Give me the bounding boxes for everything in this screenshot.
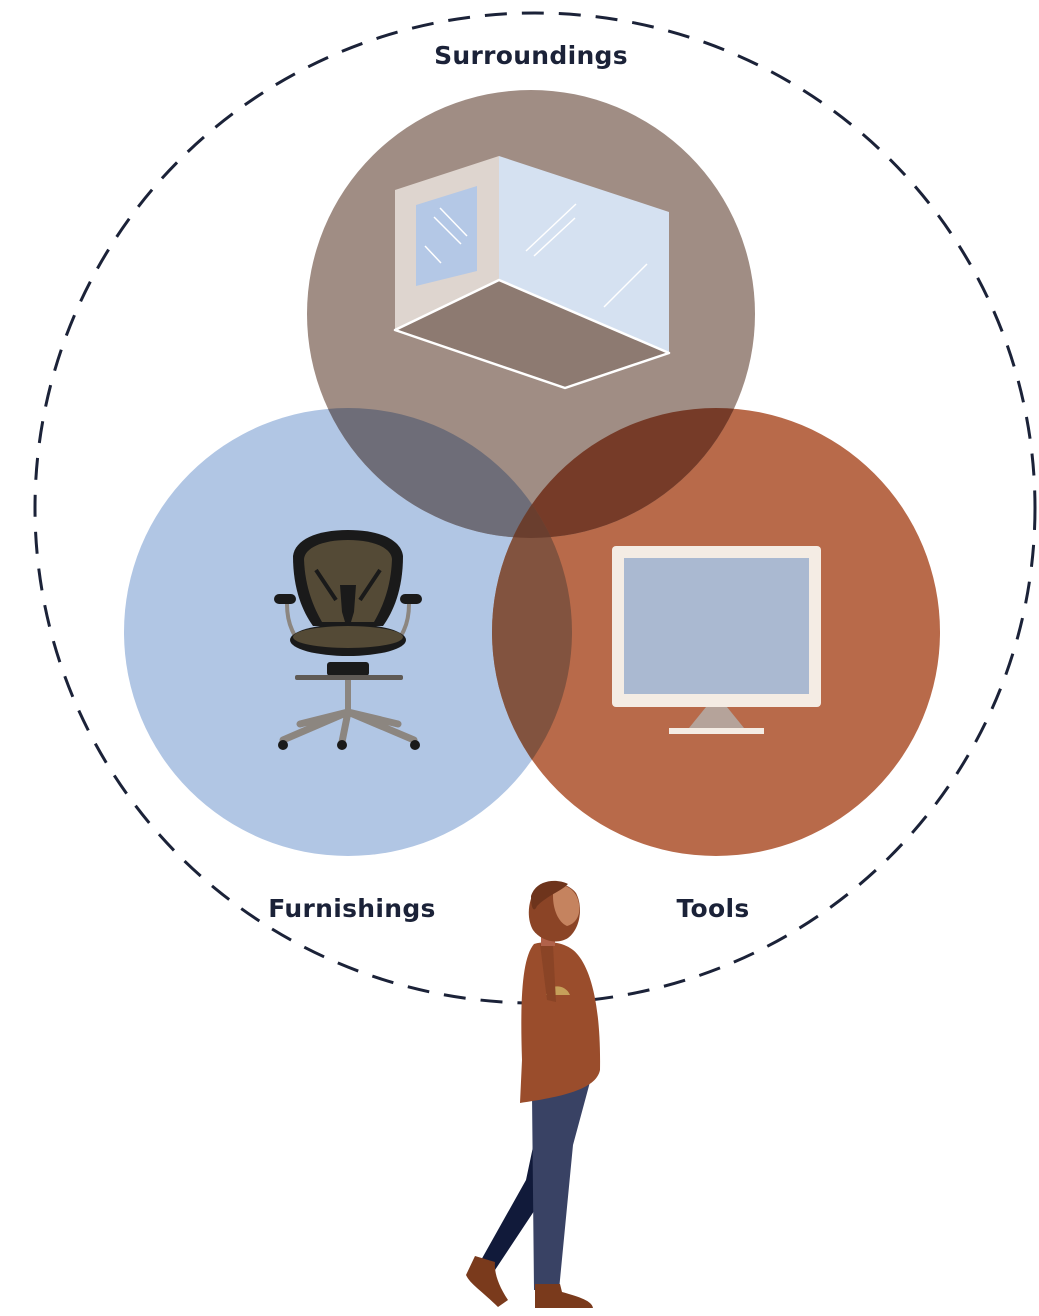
tools-label: Tools (676, 894, 749, 923)
overlap-surroundings-tools (492, 408, 755, 538)
overlap-surroundings-furnishings (307, 408, 572, 538)
surroundings-label: Surroundings (434, 41, 628, 70)
room-icon (393, 156, 671, 390)
walking-person (466, 880, 601, 1308)
furnishings-label: Furnishings (268, 894, 435, 923)
office-chair-icon (274, 530, 422, 750)
monitor-icon (612, 546, 821, 734)
